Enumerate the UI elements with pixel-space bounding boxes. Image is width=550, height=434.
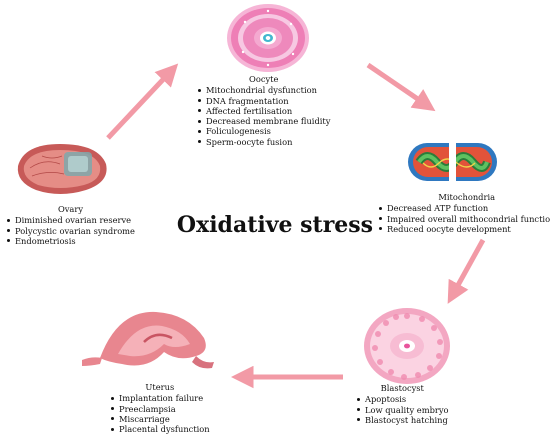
oocyte-cell-icon bbox=[227, 4, 309, 72]
mitochondria-organelle-icon bbox=[408, 139, 497, 185]
uterus-label: Uterus Implantation failure Preeclampsia… bbox=[110, 382, 210, 434]
list-item: Decreased ATP function bbox=[378, 203, 550, 213]
blastocyst-label: Blastocyst Apoptosis Low quality embryo … bbox=[356, 383, 449, 425]
list-item: Polycystic ovarian syndrome bbox=[6, 226, 135, 236]
uterus-list: Implantation failure Preeclampsia Miscar… bbox=[110, 393, 210, 434]
list-item: Mitochondrial dysfunction bbox=[197, 85, 330, 95]
oocyte-title: Oocyte bbox=[249, 74, 279, 84]
ovary-title: Ovary bbox=[57, 204, 84, 214]
ovary-label: Ovary Diminished ovarian reserve Polycys… bbox=[6, 204, 135, 246]
ovary-organ-icon bbox=[17, 144, 107, 194]
list-item: Apoptosis bbox=[356, 394, 449, 404]
list-item: Implantation failure bbox=[110, 393, 210, 403]
list-item: Blastocyst hatching bbox=[356, 415, 449, 425]
list-item: Impaired overall mithocondrial function bbox=[378, 214, 550, 224]
list-item: DNA fragmentation bbox=[197, 96, 330, 106]
list-item: Preeclampsia bbox=[110, 404, 210, 414]
blastocyst-title: Blastocyst bbox=[380, 383, 424, 393]
list-item: Low quality embryo bbox=[356, 405, 449, 415]
list-item: Foliculogenesis bbox=[197, 126, 330, 136]
blastocyst-list: Apoptosis Low quality embryo Blastocyst … bbox=[356, 394, 449, 425]
oocyte-list: Mitochondrial dysfunction DNA fragmentat… bbox=[197, 85, 330, 147]
list-item: Miscarriage bbox=[110, 414, 210, 424]
mitochondria-title: Mitochondria bbox=[438, 192, 496, 202]
list-item: Reduced oocyte development bbox=[378, 224, 550, 234]
uterus-organ-icon bbox=[82, 311, 214, 369]
list-item: Diminished ovarian reserve bbox=[6, 215, 135, 225]
list-item: Placental dysfunction bbox=[110, 424, 210, 434]
mitochondria-list: Decreased ATP function Impaired overall … bbox=[378, 203, 550, 234]
uterus-title: Uterus bbox=[145, 382, 175, 392]
mitochondria-label: Mitochondria Decreased ATP function Impa… bbox=[378, 192, 550, 234]
ovary-list: Diminished ovarian reserve Polycystic ov… bbox=[6, 215, 135, 246]
list-item: Sperm-oocyte fusion bbox=[197, 137, 330, 147]
blastocyst-embryo-icon bbox=[364, 308, 450, 384]
list-item: Affected fertilisation bbox=[197, 106, 330, 116]
center-title: Oxidative stress bbox=[176, 212, 374, 238]
list-item: Decreased membrane fluidity bbox=[197, 116, 330, 126]
list-item: Endometriosis bbox=[6, 236, 135, 246]
oocyte-label: Oocyte Mitochondrial dysfunction DNA fra… bbox=[197, 74, 330, 147]
